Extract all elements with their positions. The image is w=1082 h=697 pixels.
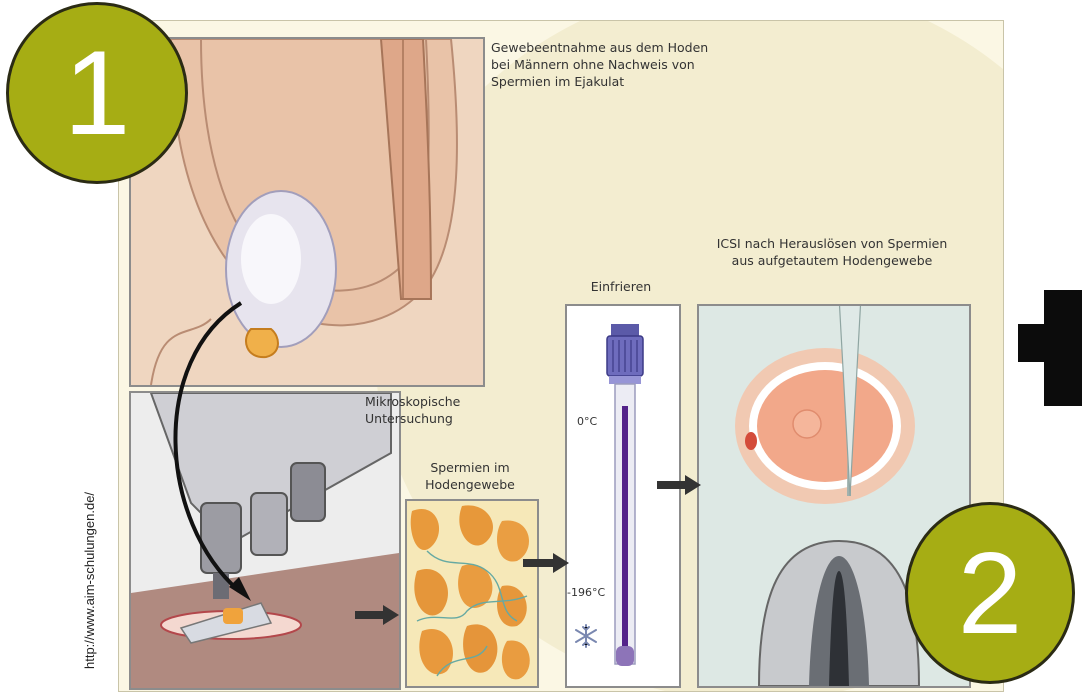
arrow-freezing-to-icsi	[657, 475, 701, 495]
arrow-microscope-to-tissue	[355, 605, 399, 625]
snowflake-icon	[573, 623, 599, 649]
temperature-bottom-label: -196°C	[567, 584, 605, 601]
plus-sign-icon	[1018, 290, 1082, 406]
freezing-label: Einfrieren	[565, 278, 677, 295]
icsi-label: ICSI nach Herauslösen von Spermien aus a…	[679, 235, 985, 269]
source-credit: http://www.aim-schulungen.de/	[82, 492, 97, 669]
curved-arrow-biopsy-to-microscope	[159, 291, 279, 611]
biopsy-label: Gewebeentnahme aus dem Hoden bei Männern…	[491, 39, 708, 90]
step-badge-2: 2	[905, 502, 1075, 684]
tissue-sample-panel	[405, 499, 539, 688]
temperature-top-label: 0°C	[577, 413, 597, 430]
step-badge-1: 1	[6, 2, 188, 184]
step-badge-1-number: 1	[64, 24, 131, 162]
sperm-tissue-label: Spermien im Hodengewebe	[403, 459, 537, 493]
arrow-tissue-to-freezing	[523, 553, 569, 573]
microscope-label: Mikroskopische Untersuchung	[365, 393, 460, 427]
step-badge-2-number: 2	[958, 526, 1023, 660]
diagram-frame: Gewebeentnahme aus dem Hoden bei Männern…	[118, 20, 1004, 692]
tissue-illustration	[407, 501, 537, 686]
